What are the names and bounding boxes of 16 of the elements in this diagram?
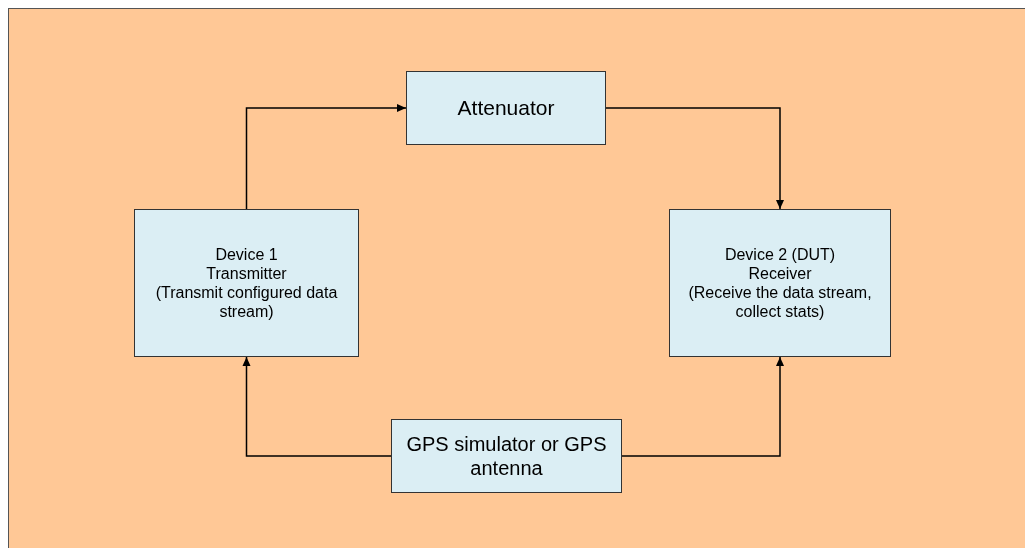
box-label: (Receive the data stream, collect stats) [687, 283, 873, 322]
arrow [245, 104, 407, 210]
box-label: (Transmit configured data stream) [154, 283, 339, 322]
box-label: Transmitter [206, 263, 287, 283]
box-label: Attenuator [457, 95, 555, 121]
box-label: GPS simulator or GPS antenna [405, 432, 608, 480]
box-label: Receiver [748, 263, 812, 283]
arrow [605, 107, 784, 210]
arrow [242, 356, 392, 457]
box-label: Device 1 [215, 244, 278, 264]
process-box [406, 71, 606, 145]
process-box [134, 209, 359, 357]
box-label: Device 2 (DUT) [724, 244, 836, 264]
arrow [621, 356, 784, 457]
process-box [391, 419, 622, 493]
process-box [669, 209, 891, 357]
